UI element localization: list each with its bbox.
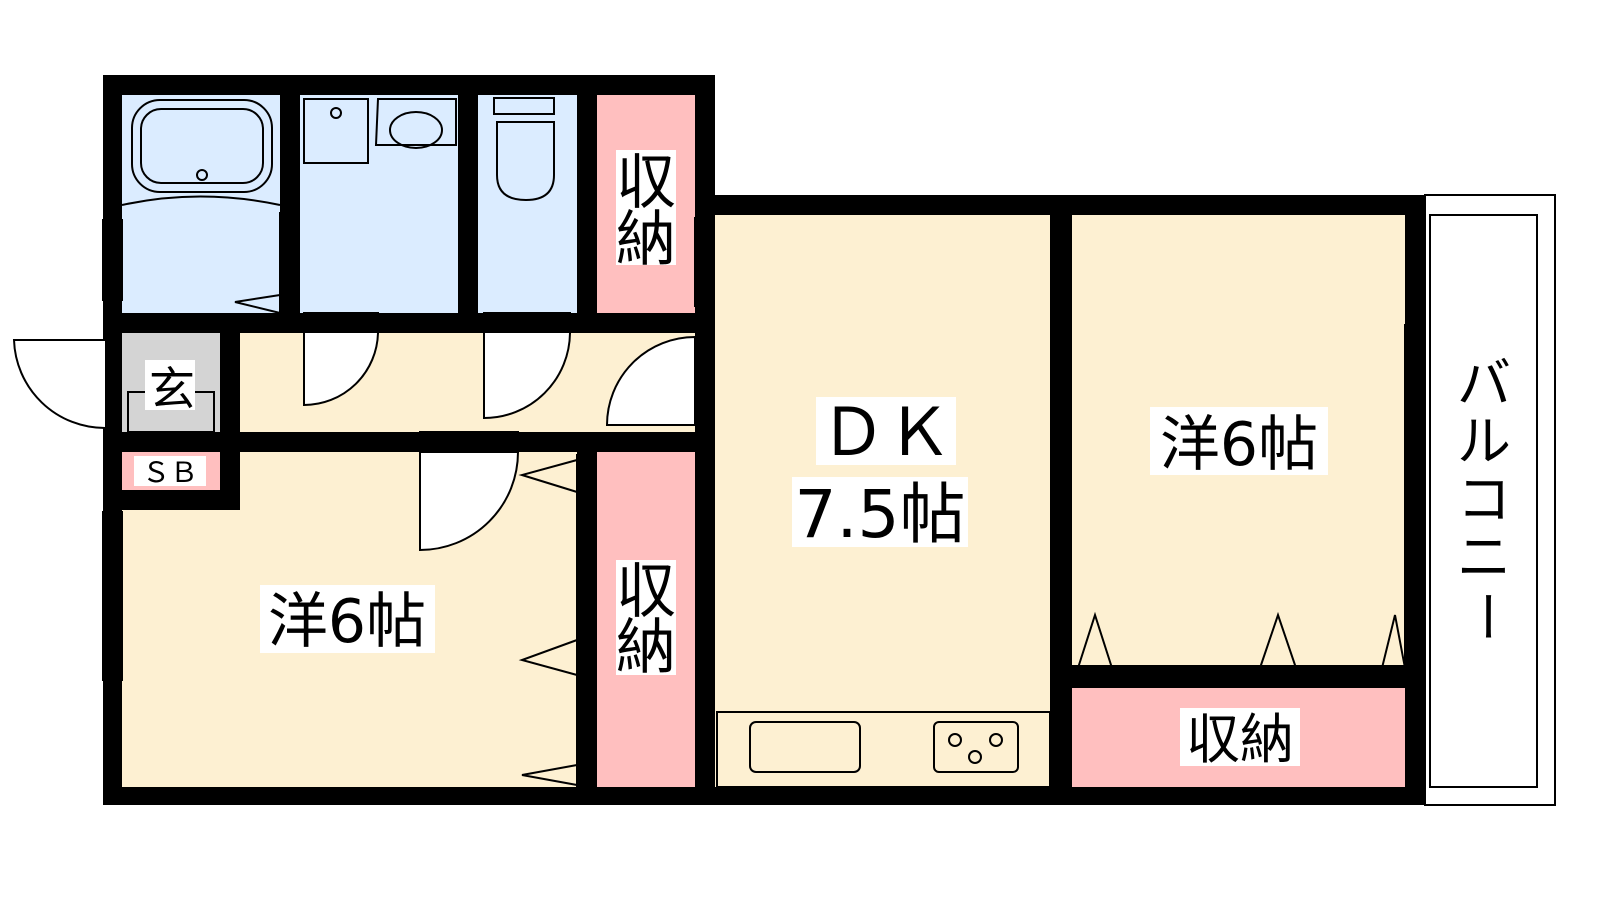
washroom: [300, 95, 458, 313]
storage-top-label-1: 収: [616, 148, 676, 218]
washroom-door[interactable]: [303, 332, 379, 407]
toilet-icon: [493, 97, 555, 115]
bathroom: [122, 95, 280, 313]
front-door[interactable]: [12, 339, 106, 429]
entrance-label: 玄: [149, 362, 195, 416]
west-room-label: 洋6帖: [268, 587, 426, 657]
west-room-door[interactable]: [419, 451, 520, 552]
kitchen-counter: [716, 711, 1051, 788]
dk-size-label: 7.5帖: [795, 476, 966, 553]
toilet-door[interactable]: [483, 332, 571, 420]
kitchen-sink-icon: [749, 721, 861, 773]
stove-icon: [933, 721, 1019, 773]
svg-text:ニ: ニ: [1457, 526, 1511, 589]
shoe-box-label: ＳＢ: [142, 456, 198, 489]
west-window: [102, 511, 123, 681]
balcony: [1424, 194, 1556, 806]
storage-middle-label-2: 納: [616, 613, 676, 683]
svg-text:バ: バ: [1457, 352, 1511, 415]
closet-doors[interactable]: [576, 454, 596, 788]
toilet-room: [478, 95, 577, 313]
storage-east-label: 収納: [1186, 708, 1294, 771]
bathtub-icon: [131, 99, 273, 193]
sliding-door-east[interactable]: [1051, 439, 1071, 666]
svg-text:コ: コ: [1457, 468, 1511, 531]
storage-middle-label-1: 収: [616, 557, 676, 627]
sink-icon: [374, 98, 457, 146]
washing-machine-icon: [303, 98, 369, 164]
balcony-label: バ ル コ ニ ー: [1453, 352, 1516, 644]
svg-text:ー: ー: [1453, 590, 1516, 644]
bath-window: [102, 219, 123, 301]
storage-top-label-2: 納: [616, 205, 676, 275]
dk-label: ＤＫ: [820, 394, 952, 471]
closet-doors-east[interactable]: [1071, 667, 1406, 687]
dk-door-hall[interactable]: [605, 335, 696, 426]
svg-text:ル: ル: [1457, 410, 1511, 473]
east-room-label: 洋6帖: [1160, 410, 1318, 480]
